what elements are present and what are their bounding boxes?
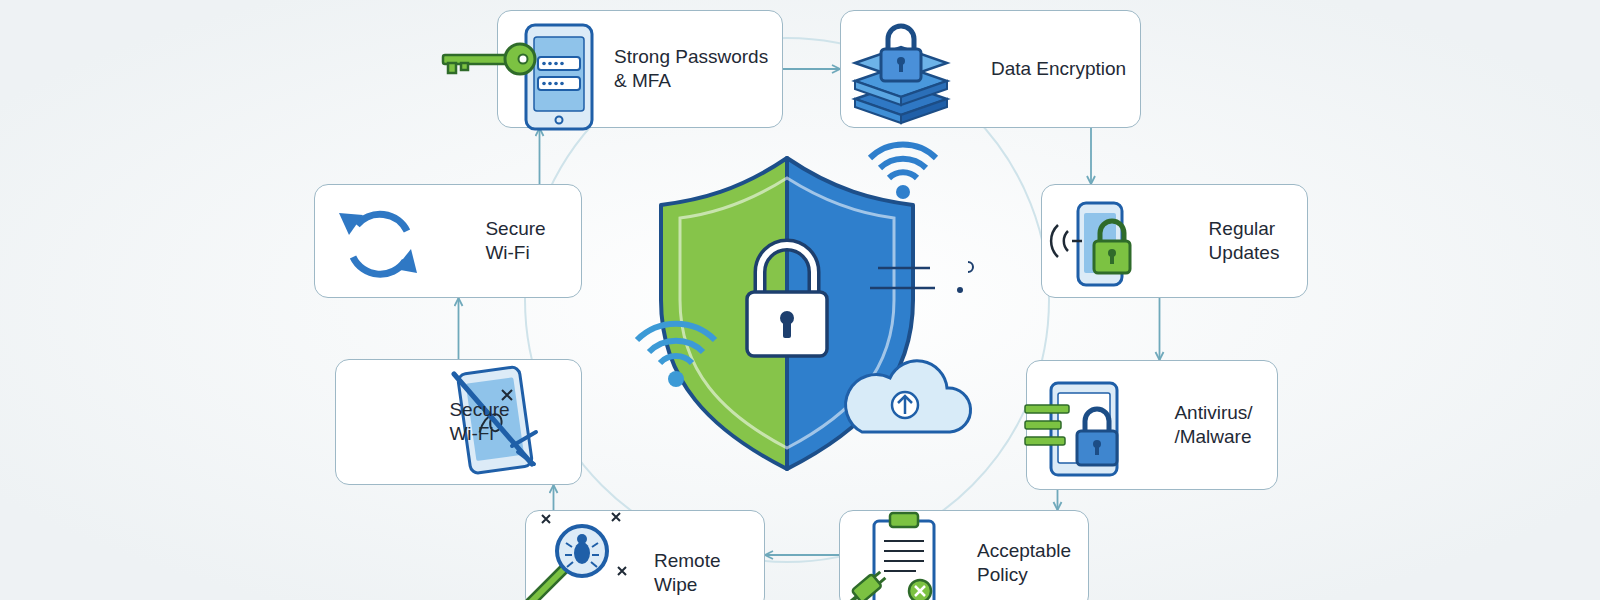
process-box: Strong Passwords & MFA xyxy=(497,10,783,128)
node-icon xyxy=(1027,361,1277,489)
shield-illustration-part xyxy=(747,292,827,356)
node-icon xyxy=(336,360,581,484)
process-box: Secure Wi-Fi xyxy=(314,184,582,298)
node-icon-use xyxy=(454,366,536,474)
cycle-arrow xyxy=(1057,490,1059,510)
cycle-arrow xyxy=(458,298,460,359)
box-label: Remote Wipe xyxy=(654,549,721,598)
cycle-arrow xyxy=(539,128,541,184)
wifi-symbol-top-part xyxy=(889,172,917,178)
cycle-arrow xyxy=(1159,298,1161,360)
node-icon xyxy=(498,11,782,127)
wifi-symbol-left-part xyxy=(637,324,715,340)
node-icon-use xyxy=(443,25,592,129)
box-label: Strong Passwords & MFA xyxy=(614,45,776,94)
node-icon-use xyxy=(339,213,417,274)
wifi-symbol-left-part xyxy=(649,341,703,352)
node-icon xyxy=(1042,185,1307,297)
speed-lines xyxy=(870,262,973,293)
cloud-upload-part xyxy=(846,361,971,432)
process-box: Secure Wi-Fi xyxy=(335,359,582,485)
box-label: Regular Updates xyxy=(1209,217,1280,266)
shield-illustration-part xyxy=(783,320,791,338)
node-icon xyxy=(315,185,581,297)
cloud-upload-part xyxy=(892,392,918,418)
wifi-symbol-left-part xyxy=(668,371,684,387)
cycle-arrow xyxy=(1090,128,1092,184)
speed-lines-part xyxy=(870,287,935,290)
process-box: Remote Wipe xyxy=(525,510,765,600)
process-box: Antivirus/ /Malware xyxy=(1026,360,1278,490)
cycle-arrow xyxy=(783,68,840,70)
wifi-symbol-left xyxy=(637,324,715,387)
wifi-symbol-top-part xyxy=(896,185,910,199)
box-label: Data Encryption xyxy=(991,57,1126,81)
process-box: Acceptable Policy xyxy=(839,510,1089,600)
wifi-symbol-top-part xyxy=(880,159,926,168)
process-box: Regular Updates xyxy=(1041,184,1308,298)
process-box: Data Encryption xyxy=(840,10,1141,128)
wifi-symbol-left-part xyxy=(660,356,692,363)
box-label: Antivirus/ /Malware xyxy=(1174,401,1252,450)
wifi-symbol-top-part xyxy=(870,144,936,158)
cycle-arrow xyxy=(553,485,555,510)
speed-lines-part xyxy=(878,267,930,270)
box-label: Secure Wi-Fi xyxy=(485,217,545,266)
speed-lines-part xyxy=(957,287,963,293)
cycle-arrow xyxy=(765,554,839,556)
node-icon xyxy=(526,511,764,600)
speed-lines-part xyxy=(968,262,973,272)
node-icon-use xyxy=(842,513,934,600)
cloud-upload xyxy=(846,361,971,432)
node-icon-use xyxy=(1051,203,1130,285)
box-label: Secure Wi-Fi xyxy=(449,398,509,447)
wifi-symbol-top xyxy=(870,144,936,199)
node-icon-use xyxy=(1025,383,1117,475)
cloud-upload-part xyxy=(898,396,912,414)
node-icon-use xyxy=(855,26,947,123)
node-icon-use xyxy=(530,513,626,600)
box-label: Acceptable Policy xyxy=(977,539,1071,588)
